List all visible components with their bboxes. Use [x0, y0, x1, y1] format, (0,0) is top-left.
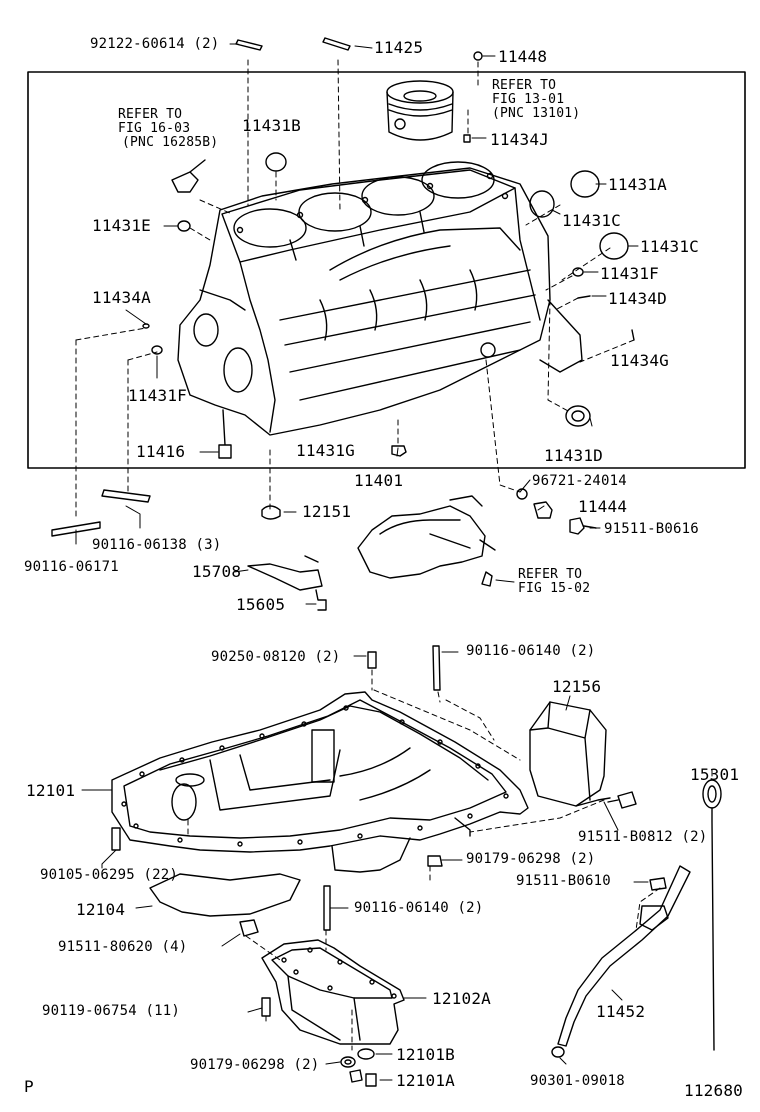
part-label-90119-06754: 90119-06754 (11) — [42, 1003, 181, 1019]
part-label-12156: 12156 — [552, 677, 602, 696]
refer-pump-line-2: FIG 15-02 — [518, 581, 591, 596]
part-label-11434A: 11434A — [92, 288, 151, 307]
lower-oil-pan-drawing — [261, 939, 405, 1045]
part-label-11448: 11448 — [498, 47, 548, 66]
part-label-12101A: 12101A — [396, 1071, 455, 1090]
block-small-parts — [142, 152, 635, 459]
part-label-91511-B0616: 91511-B0616 — [604, 521, 699, 537]
part-label-12104: 12104 — [76, 900, 126, 919]
top-studs — [235, 37, 483, 143]
part-label-90116-06171: 90116-06171 — [24, 559, 119, 575]
part-label-11431E: 11431E — [92, 216, 151, 235]
part-label-90250-08120: 90250-08120 (2) — [211, 649, 341, 665]
part-label-91511-B0610: 91511-B0610 — [516, 873, 611, 889]
part-label-11425: 11425 — [374, 38, 424, 57]
part-label-11431F-2: 11431F — [128, 386, 187, 405]
refer-ring-line-2: FIG 13-01 — [492, 92, 565, 107]
part-label-12151: 12151 — [302, 502, 352, 521]
below-block-leaders — [75, 505, 601, 605]
part-label-90116-06138: 90116-06138 (3) — [92, 537, 222, 553]
part-label-11431D: 11431D — [544, 446, 603, 465]
block-frame — [27, 71, 746, 469]
refer-hose-line-2: FIG 16-03 — [118, 121, 191, 136]
part-label-11434G: 11434G — [610, 351, 669, 370]
part-label-90179-06298-b: 90179-06298 (2) — [190, 1057, 320, 1073]
part-label-11401: 11401 — [354, 471, 404, 490]
cylinder-block-drawing — [177, 161, 583, 436]
part-label-90116-06140-a: 90116-06140 (2) — [466, 643, 596, 659]
part-label-11452: 11452 — [596, 1002, 646, 1021]
piston-drawing — [386, 80, 454, 141]
dipstick-drawing — [702, 779, 722, 1051]
part-label-11431A: 11431A — [608, 175, 667, 194]
part-label-12101B: 12101B — [396, 1045, 455, 1064]
part-label-91511-B0812: 91511-B0812 (2) — [578, 829, 708, 845]
figure-number: 112680 — [684, 1081, 743, 1100]
part-label-15605: 15605 — [236, 595, 286, 614]
part-label-11444: 11444 — [578, 497, 628, 516]
refer-ring-line-3: (PNC 13101) — [492, 106, 581, 121]
part-label-90116-06140-b: 90116-06140 (2) — [354, 900, 484, 916]
part-label-11431F-1: 11431F — [600, 264, 659, 283]
part-label-11434J: 11434J — [490, 130, 549, 149]
refer-ring-line-1: REFER TO — [492, 78, 557, 93]
block-leaders — [125, 43, 639, 493]
pan-dashed-lines — [187, 669, 661, 1051]
part-label-90105-06295: 90105-06295 (22) — [40, 867, 179, 883]
part-label-96721-24014: 96721-24014 — [532, 473, 627, 489]
pan-fasteners — [111, 645, 667, 1087]
part-label-11431C-2: 11431C — [640, 237, 699, 256]
part-label-15301: 15301 — [690, 765, 740, 784]
part-label-15708: 15708 — [192, 562, 242, 581]
part-label-11434D: 11434D — [608, 289, 667, 308]
corner-mark: P — [24, 1077, 34, 1096]
part-label-11431G: 11431G — [296, 441, 355, 460]
part-label-12101: 12101 — [26, 781, 76, 800]
part-label-92122-60614: 92122-60614 (2) — [90, 36, 220, 52]
baffle-drawing — [529, 701, 611, 807]
part-label-11431C-1: 11431C — [562, 211, 621, 230]
pan-leaders — [81, 651, 713, 1081]
block-dashed-lines — [75, 59, 635, 521]
refer-hose-line-1: REFER TO — [118, 107, 183, 122]
part-label-11416: 11416 — [136, 442, 186, 461]
refer-pump-line-1: REFER TO — [518, 567, 583, 582]
part-label-91511-80620: 91511-80620 (4) — [58, 939, 188, 955]
part-label-90179-06298-a: 90179-06298 (2) — [466, 851, 596, 867]
plate-drawing — [149, 873, 301, 917]
dipstick-guide-drawing — [557, 865, 691, 1047]
refer-hose-line-3: (PNC 16285B) — [122, 135, 219, 150]
part-label-12102A: 12102A — [432, 989, 491, 1008]
part-label-90301-09018: 90301-09018 — [530, 1073, 625, 1089]
part-label-11431B: 11431B — [242, 116, 301, 135]
upper-oil-pan-drawing — [111, 691, 529, 873]
